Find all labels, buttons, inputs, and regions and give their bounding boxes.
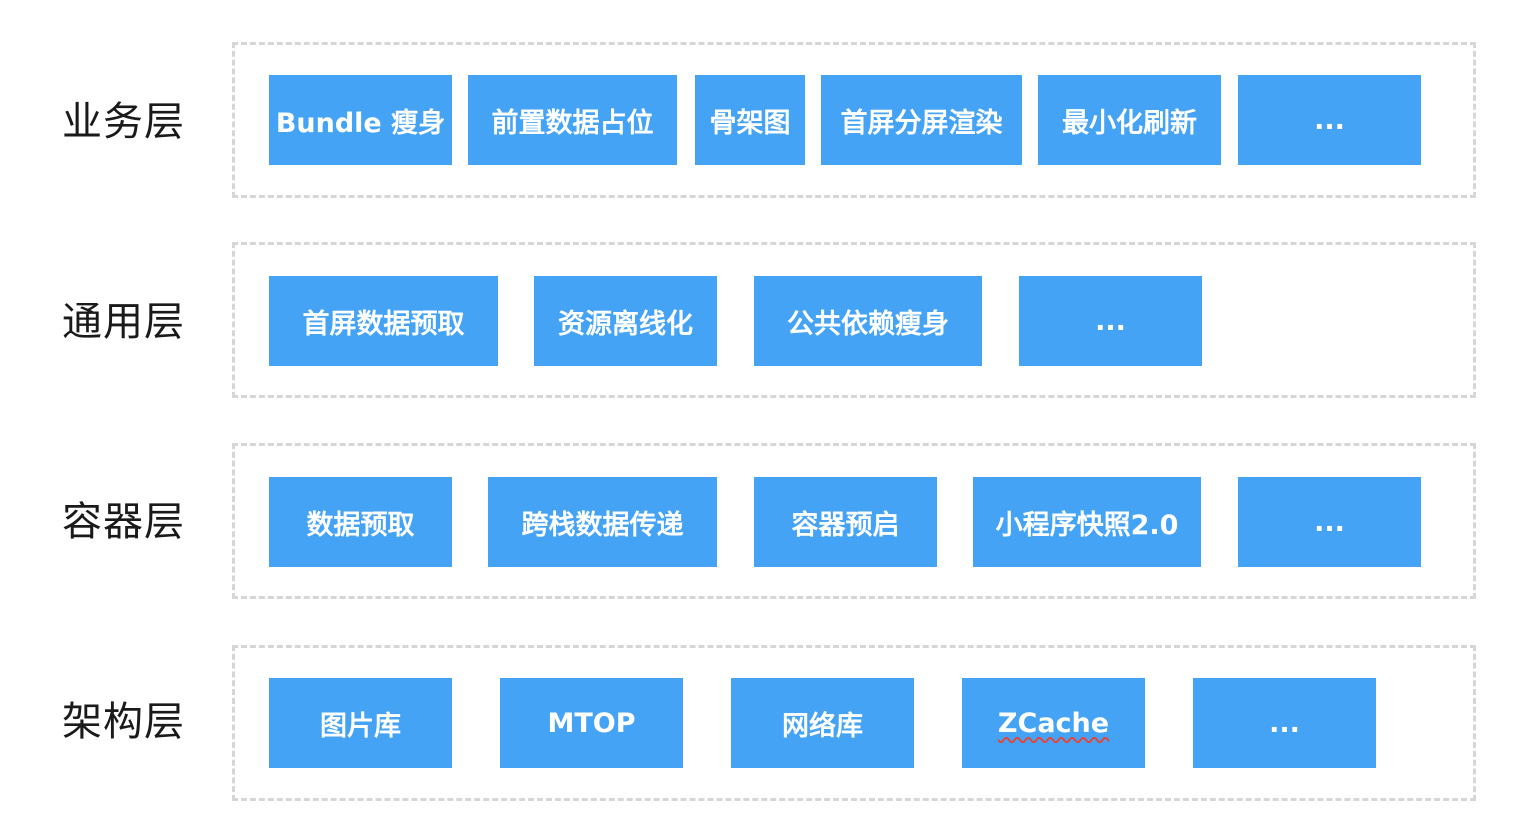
- box-image-library: 图片库: [269, 678, 452, 768]
- box-network-library: 网络库: [731, 678, 914, 768]
- box-more-common: ...: [1019, 276, 1202, 366]
- box-resource-offline: 资源离线化: [534, 276, 717, 366]
- layer-label-business: 业务层: [62, 99, 185, 145]
- box-first-screen-prefetch: 首屏数据预取: [269, 276, 498, 366]
- box-skeleton: 骨架图: [695, 75, 805, 165]
- box-data-placeholder: 前置数据占位: [468, 75, 677, 165]
- box-more-business: ...: [1238, 75, 1421, 165]
- box-more-container: ...: [1238, 477, 1421, 567]
- box-miniapp-snapshot: 小程序快照2.0: [973, 477, 1201, 567]
- layer-label-common: 通用层: [62, 299, 185, 345]
- box-more-architecture: ...: [1193, 678, 1376, 768]
- box-bundle-slimming: Bundle 瘦身: [269, 75, 452, 165]
- zcache-label: ZCache: [997, 707, 1110, 739]
- layer-label-container: 容器层: [62, 499, 185, 545]
- layer-frame-architecture: [232, 645, 1476, 801]
- box-zcache: ZCache: [962, 678, 1145, 768]
- layer-label-architecture: 架构层: [62, 699, 185, 745]
- box-dependency-slimming: 公共依赖瘦身: [754, 276, 982, 366]
- box-cross-stack-data: 跨栈数据传递: [488, 477, 717, 567]
- box-mtop: MTOP: [500, 678, 683, 768]
- layer-frame-common: [232, 242, 1476, 398]
- layer-frame-container: [232, 443, 1476, 599]
- box-data-prefetch: 数据预取: [269, 477, 452, 567]
- layer-frame-business: [232, 42, 1476, 198]
- box-split-render: 首屏分屏渲染: [821, 75, 1022, 165]
- box-minimal-refresh: 最小化刷新: [1038, 75, 1221, 165]
- box-container-prestart: 容器预启: [754, 477, 937, 567]
